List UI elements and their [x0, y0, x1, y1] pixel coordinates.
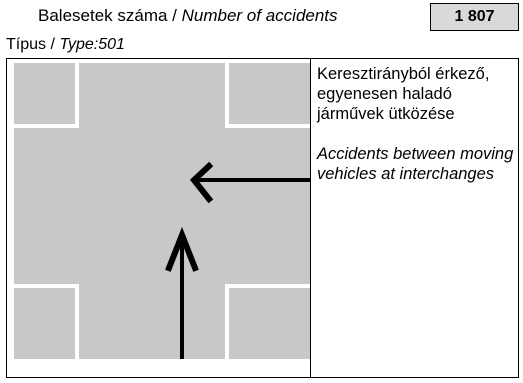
frame-divider: [310, 58, 311, 378]
arrow-from-bottom: [165, 226, 199, 359]
description-en: Accidents between moving vehicles at int…: [317, 145, 514, 183]
type-label: Típus / Type:501: [6, 36, 125, 54]
accident-count-label-hu: Balesetek száma: [38, 6, 168, 25]
corner-boundary-lines: [14, 63, 310, 359]
corner-block-bottom-left: [14, 289, 74, 359]
corner-block-top-left: [14, 63, 74, 123]
content-frame: [6, 58, 519, 378]
accident-count-label: Balesetek száma / Number of accidents: [38, 6, 338, 26]
corner-block-bottom-right: [230, 289, 310, 359]
accident-description: Keresztirányból érkező, egyenesen haladó…: [317, 64, 517, 184]
arrow-from-right: [189, 161, 310, 204]
accident-count-label-en: Number of accidents: [181, 6, 338, 25]
type-code: Type:501: [59, 36, 125, 53]
intersection-diagram: [14, 63, 310, 359]
accident-count-value: 1 807: [430, 3, 519, 31]
description-hu: Keresztirányból érkező, egyenesen haladó…: [317, 65, 490, 123]
label-separator: /: [167, 6, 182, 25]
type-separator: /: [46, 36, 60, 53]
corner-block-top-right: [230, 63, 310, 123]
type-label-hu: Típus: [6, 36, 47, 53]
